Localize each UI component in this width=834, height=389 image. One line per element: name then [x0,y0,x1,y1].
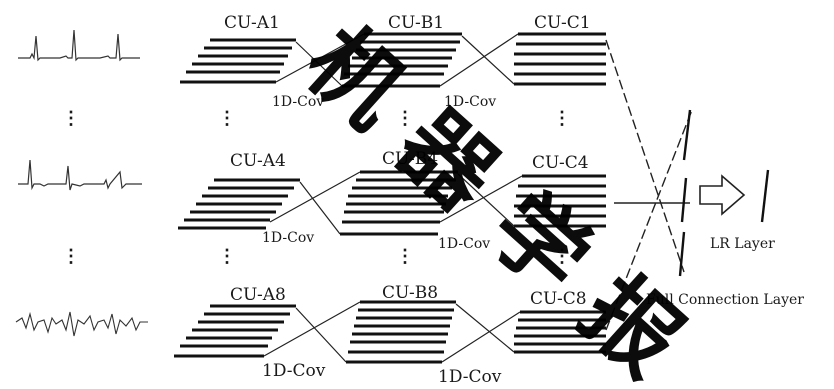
cu-c4-label: CU-C4 [532,153,589,173]
cu-b4-label: CU-B4 [382,149,438,169]
arrow-icon [699,174,746,216]
cov-label-a8-b8: 1D-Cov [262,361,326,381]
ellipsis-ecg-2: ⋮ [62,246,80,267]
ellipsis-a-1: ⋮ [218,108,236,129]
cu-c1-label: CU-C1 [534,13,591,33]
cu-b8-block [346,300,456,364]
row-4: CU-A4 CU-B4 CU-C4 1D-Cov 1D- [178,149,606,252]
cu-b1-label: CU-B1 [388,13,444,33]
cu-a8-block [174,304,296,358]
cov-label-a1-b1: 1D-Cov [272,94,324,110]
cu-b4-block [340,170,458,236]
ellipsis-b-1: ⋮ [396,108,414,129]
cu-a4-block [178,178,300,230]
cu-b8-label: CU-B8 [382,283,438,303]
lr-layer-label: LR Layer [710,236,775,252]
ellipsis-c-2: ⋮ [553,246,571,267]
cov-label-a4-b4: 1D-Cov [262,230,314,246]
lr-layer-node [760,169,770,223]
cov-connectors-row4 [269,171,523,235]
row-8: CU-A8 CU-B8 CU-C8 1D-Cov 1D- [174,283,606,387]
ellipsis-c-1: ⋮ [553,108,571,129]
cov-connectors-row1 [275,33,519,87]
cov-label-b4-c4: 1D-Cov [438,236,490,252]
ellipsis-b-2: ⋮ [396,246,414,267]
cu-a1-block [180,38,296,84]
fc-layer-label: Full Connection Layer [646,292,804,308]
cu-b1-block [342,32,462,88]
cov-label-b1-c1: 1D-Cov [444,94,496,110]
full-connection-lines [605,39,693,331]
cu-c8-label: CU-C8 [530,289,587,309]
cu-c1-block [514,32,606,86]
ellipsis-ecg-1: ⋮ [62,108,80,129]
watermark: 机 器 学 报 [285,7,701,389]
cu-c4-block [514,174,606,228]
watermark-text: 机 器 学 报 [285,7,701,389]
cu-a4-label: CU-A4 [230,151,286,171]
cov-connectors-row8 [263,301,521,363]
ecg-signal-row8 [15,311,148,337]
row-1: CU-A1 CU-B1 CU-C1 1D-Cov 1D-Cov [180,13,606,110]
cu-a1-label: CU-A1 [224,13,280,33]
cu-c8-block [514,310,606,354]
cu-a8-label: CU-A8 [230,285,286,305]
cov-label-b8-c8: 1D-Cov [438,367,502,387]
ellipsis-a-2: ⋮ [218,246,236,267]
fc-layer-nodes [678,109,692,277]
ecg-signal-row1 [18,29,140,62]
ecg-signal-row4 [18,159,142,191]
